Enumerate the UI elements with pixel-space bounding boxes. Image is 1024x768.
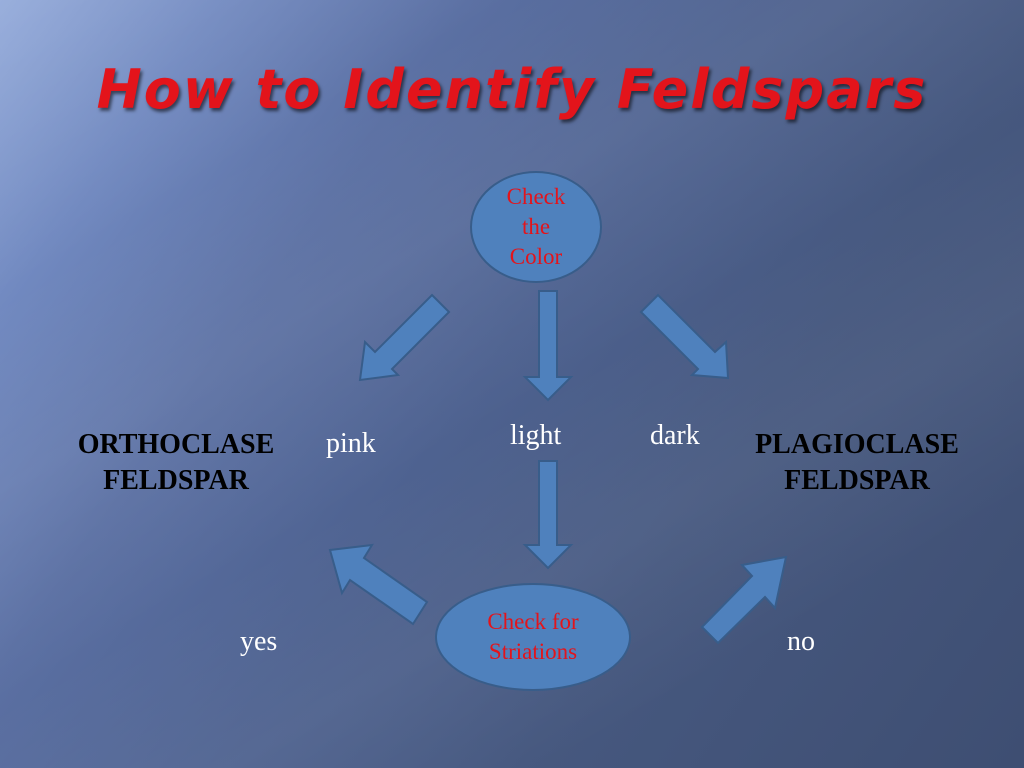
result-line: PLAGIOCLASE — [755, 429, 959, 460]
arrow-to-light — [522, 290, 574, 402]
node-line: Check — [506, 184, 566, 209]
arrow-to-pink — [358, 293, 451, 382]
node-line: Check for — [487, 609, 579, 634]
label-light: light — [510, 420, 562, 451]
node-line: the — [521, 214, 551, 239]
result-line: ORTHOCLASE — [77, 429, 275, 460]
node-line: Striations — [488, 639, 578, 664]
arrow-to-dark — [639, 293, 730, 380]
slide-title: How to Identify Feldspars — [96, 58, 928, 121]
label-pink: pink — [326, 428, 376, 459]
arrow-to-yes — [328, 543, 429, 626]
check-striations-node: Check for Striations — [435, 583, 631, 691]
arrow-to-no — [700, 555, 788, 645]
label-yes: yes — [240, 626, 278, 657]
label-no: no — [787, 626, 815, 657]
label-dark: dark — [650, 420, 700, 451]
result-line: FELDSPAR — [784, 465, 930, 496]
check-color-node: Check the Color — [470, 171, 602, 283]
result-plagioclase: PLAGIOCLASE FELDSPAR — [728, 427, 986, 499]
result-line: FELDSPAR — [103, 465, 249, 496]
result-orthoclase: ORTHOCLASE FELDSPAR — [50, 427, 302, 499]
node-line: Color — [509, 244, 563, 269]
arrow-to-striations — [522, 460, 574, 570]
